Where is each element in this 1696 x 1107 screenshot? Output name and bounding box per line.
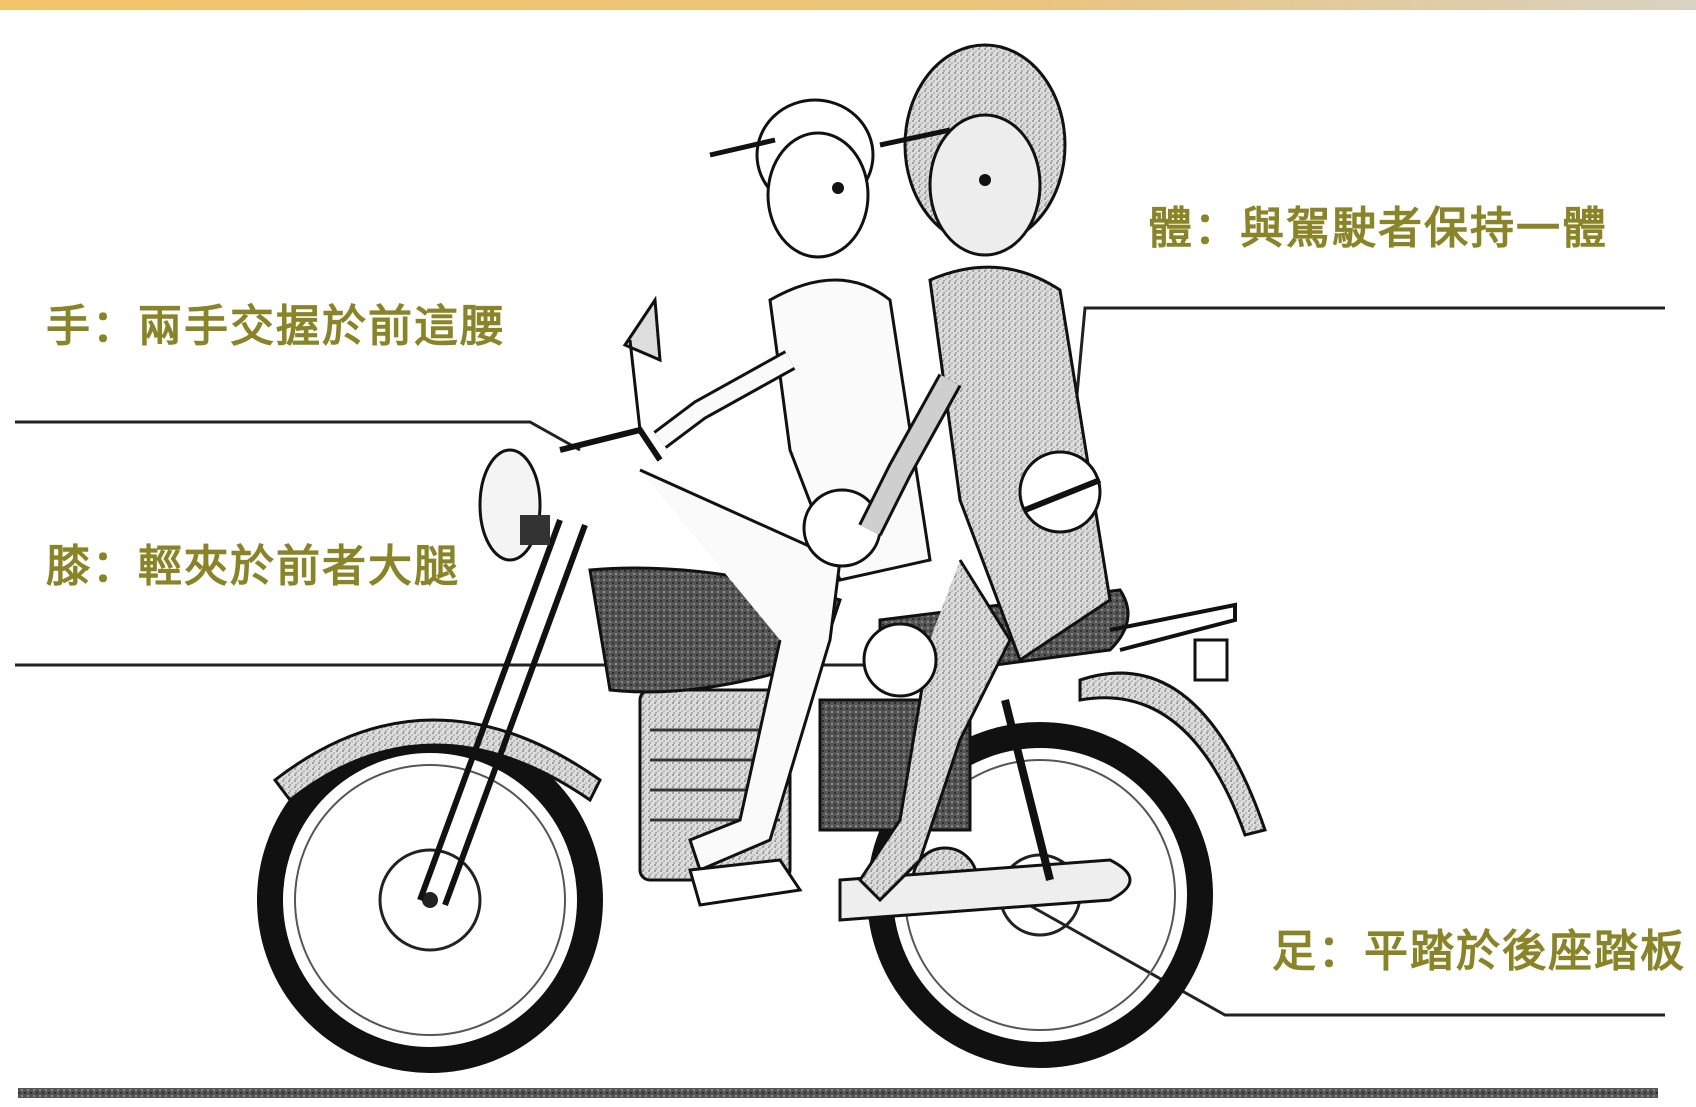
label-knee: 膝：輕夾於前者大腿	[46, 541, 460, 592]
rear-rack	[1109, 602, 1237, 652]
leader-line-hand	[15, 420, 581, 452]
passenger	[858, 43, 1112, 903]
label-hand: 手：兩手交握於前這腰	[46, 301, 506, 352]
rider-boot	[688, 858, 803, 907]
front-fender	[272, 718, 602, 803]
front-fork	[417, 518, 588, 907]
rear-fender	[1078, 671, 1267, 837]
top-accent-bar	[0, 0, 1696, 10]
leader-line-body	[1068, 306, 1665, 471]
headlight	[478, 448, 550, 562]
rear-shock	[1001, 699, 1054, 881]
ground-line	[18, 1088, 1658, 1098]
label-foot: 足：平踏於後座踏板	[1272, 926, 1686, 977]
leader-line-foot	[1019, 898, 1665, 1017]
label-body: 體：與駕駛者保持一體	[1148, 203, 1608, 254]
mirror	[622, 295, 662, 431]
exhaust-pipe	[838, 858, 1132, 922]
handlebar	[559, 426, 663, 462]
tail-light	[1193, 638, 1229, 682]
front-wheel	[257, 727, 603, 1073]
